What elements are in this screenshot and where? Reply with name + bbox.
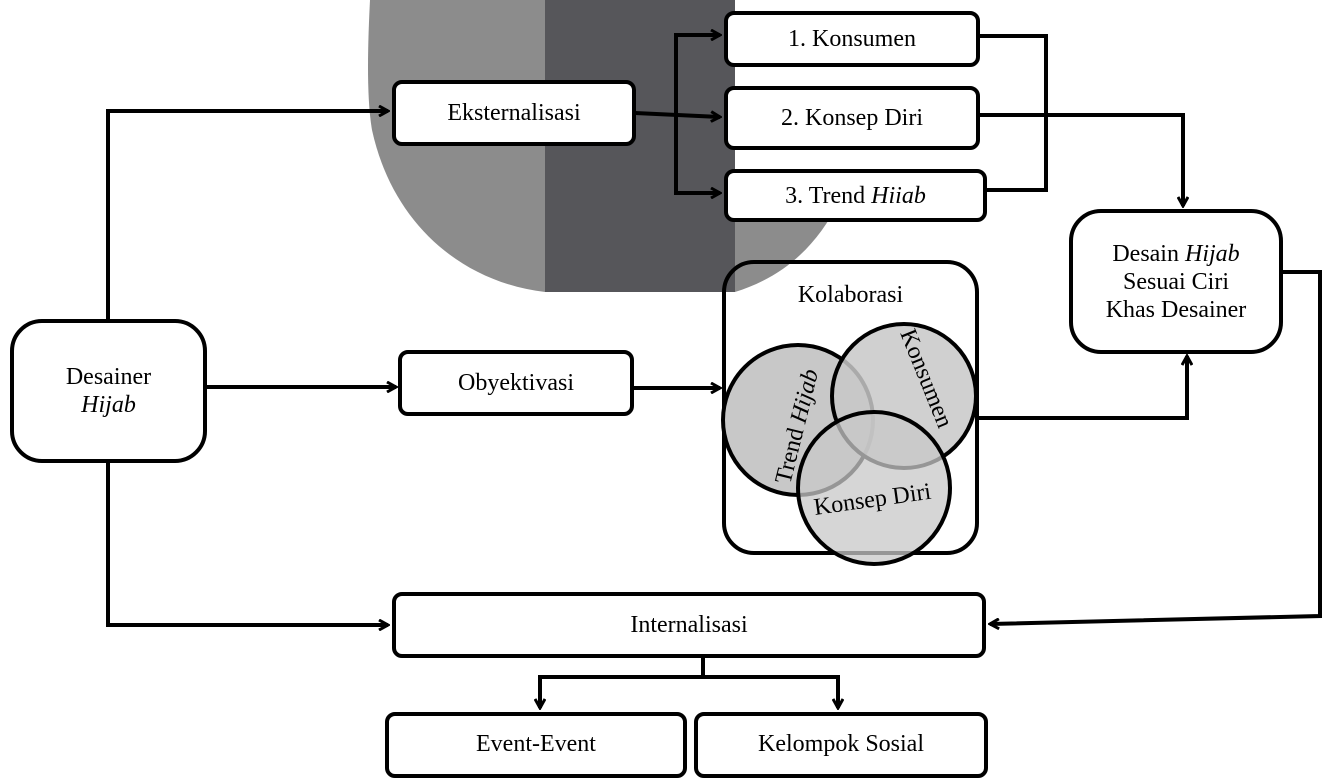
internalisasi-box: Internalisasi xyxy=(392,592,986,658)
arrow-eksternalisasi-trend xyxy=(674,117,720,193)
desainer-hijab-box: Desainer Hijab xyxy=(10,319,207,463)
obyektivasi-label: Obyektivasi xyxy=(458,370,574,396)
arrow-kolaborasi-desain xyxy=(977,356,1187,420)
kelompok-sosial-label: Kelompok Sosial xyxy=(758,731,924,757)
internalisasi-label: Internalisasi xyxy=(630,612,748,638)
arrow-internalisasi-event xyxy=(540,656,705,708)
desain-line3: Khas Desainer xyxy=(1105,296,1247,323)
event-event-label: Event-Event xyxy=(476,731,596,757)
desainer-label: Desainer xyxy=(65,364,152,390)
event-event-box: Event-Event xyxy=(385,712,687,778)
eksternalisasi-box: Eksternalisasi xyxy=(392,80,636,146)
eksternalisasi-label: Eksternalisasi xyxy=(447,100,581,126)
konsumen-label: 1. Konsumen xyxy=(788,26,916,52)
watermark-logo xyxy=(368,0,840,292)
obyektivasi-box: Obyektivasi xyxy=(398,350,634,416)
kelompok-sosial-box: Kelompok Sosial xyxy=(694,712,988,778)
kolaborasi-label: Kolaborasi xyxy=(797,282,904,308)
arrow-desain-internalisasi xyxy=(990,270,1322,624)
connector-lines xyxy=(106,35,1322,708)
arrow-merge-desain xyxy=(978,113,1183,206)
arrow-desainer-eksternalisasi xyxy=(106,111,388,322)
konsumen-box: 1. Konsumen xyxy=(724,11,980,67)
trend-label: 3. Trend Hiiab xyxy=(785,182,926,209)
trend-hijab-box: 3. Trend Hiiab xyxy=(724,169,987,222)
arrow-internalisasi-kelompok xyxy=(703,675,838,708)
arrow-desainer-internalisasi xyxy=(106,460,388,625)
desain-hijab-box: Desain Hijab Sesuai Ciri Khas Desainer xyxy=(1069,209,1283,354)
desain-line2: Sesuai Ciri xyxy=(1123,268,1229,295)
arrow-eksternalisasi-konsumen xyxy=(674,35,720,117)
desain-line1: Desain Hijab xyxy=(1112,240,1240,267)
venn-circle-konsep xyxy=(796,410,952,566)
konsep-diri-box: 2. Konsep Diri xyxy=(724,86,980,150)
desainer-hijab-label: Hijab xyxy=(81,392,136,418)
konsep-diri-label: 2. Konsep Diri xyxy=(781,105,923,131)
